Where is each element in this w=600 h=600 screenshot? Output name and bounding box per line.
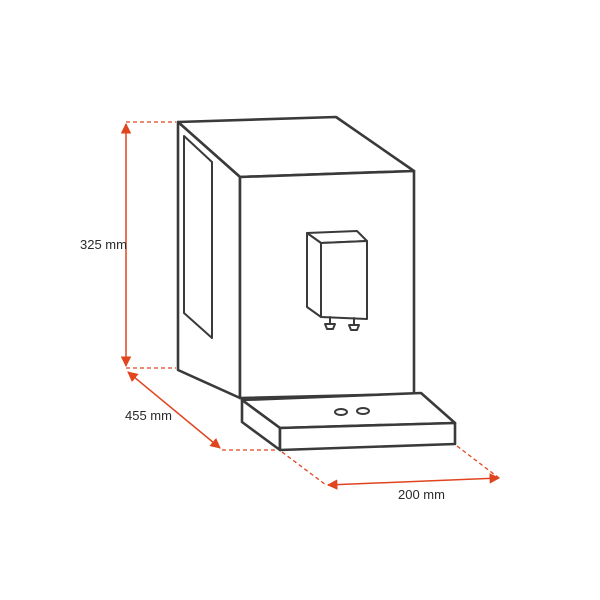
machine-body xyxy=(176,115,416,400)
width-arrow xyxy=(326,473,501,490)
height-label: 325 mm xyxy=(80,237,127,252)
drip-tray-front xyxy=(278,421,457,452)
height-dimension: 325 mm xyxy=(80,121,176,369)
side-window-panel xyxy=(183,135,213,339)
coffee-dispenser xyxy=(306,230,368,331)
width-dimension: 200 mm xyxy=(281,445,501,502)
depth-arrow xyxy=(127,371,221,449)
nozzle-right xyxy=(348,324,360,331)
dispenser-front xyxy=(320,240,368,320)
width-label: 200 mm xyxy=(398,487,445,502)
depth-label: 455 mm xyxy=(125,408,172,423)
depth-dimension: 455 mm xyxy=(125,371,278,451)
drip-hole-right xyxy=(356,407,370,415)
dispenser-side xyxy=(306,232,322,318)
drip-hole-left xyxy=(334,408,348,416)
nozzle-left xyxy=(324,323,336,330)
width-extension-left xyxy=(281,451,327,486)
drip-tray xyxy=(240,391,457,452)
width-extension-right xyxy=(456,445,500,479)
